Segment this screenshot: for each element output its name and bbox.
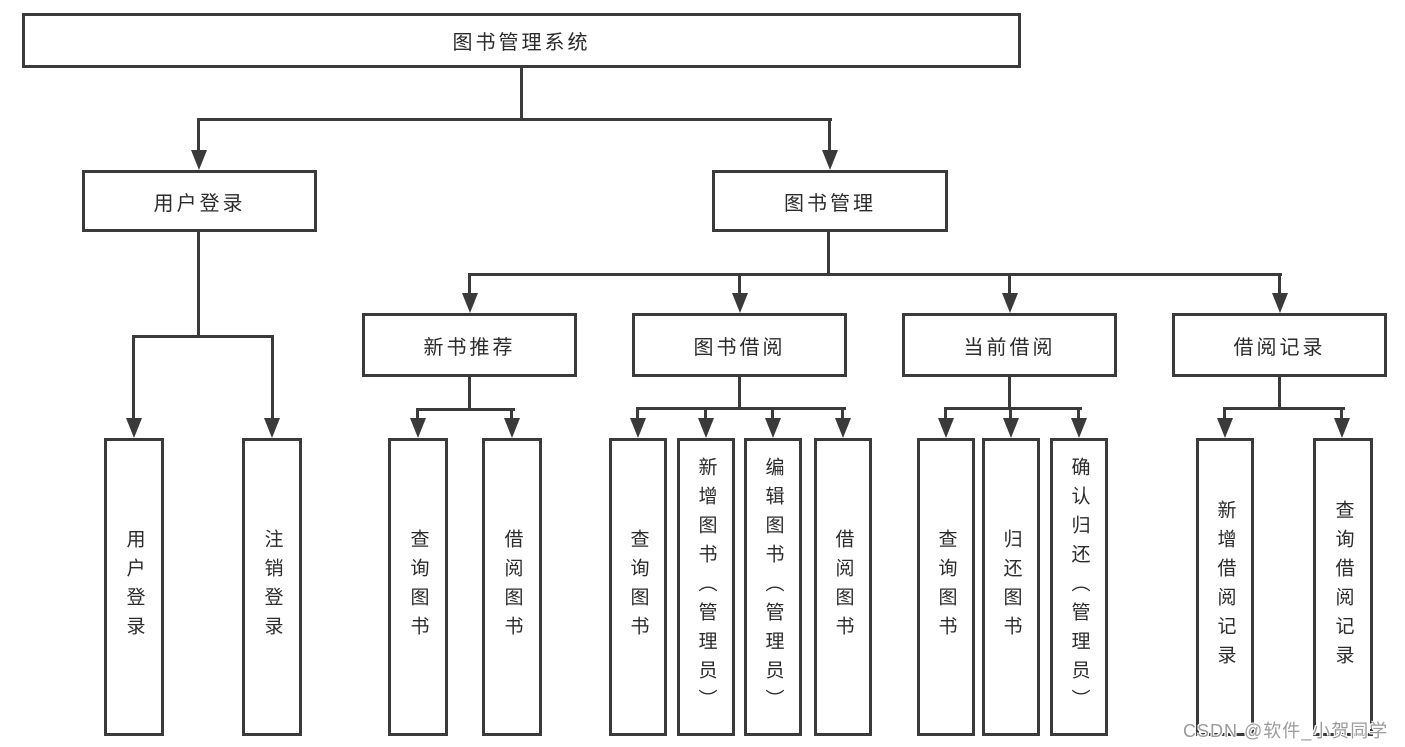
connector-line: [827, 232, 830, 273]
arrowhead-icon: [126, 418, 142, 438]
node-label: 用户登录: [153, 192, 246, 215]
connector-line: [1278, 273, 1281, 297]
connector-line: [197, 232, 200, 335]
connector-line: [636, 407, 846, 410]
node-add-books-admin: 新增图书（管理员）: [677, 438, 735, 736]
connector-line: [132, 335, 135, 420]
connector-line: [468, 377, 471, 408]
node-query-borrow-record: 查询借阅记录: [1313, 438, 1373, 736]
node-new-book-recommendation: 新书推荐: [362, 313, 577, 377]
node-library-management-system: 图书管理系统: [22, 13, 1021, 68]
connector-line: [1009, 407, 1012, 421]
connector-line: [197, 118, 200, 154]
arrowhead-icon: [938, 418, 954, 438]
connector-line: [738, 273, 741, 297]
node-label: 新书推荐: [423, 336, 516, 359]
node-label: 编辑图书（管理员）: [762, 456, 784, 718]
node-label: 新增借阅记录: [1214, 500, 1236, 674]
connector-line: [510, 408, 513, 422]
arrowhead-icon: [835, 418, 851, 438]
node-label: 查询图书: [407, 529, 429, 645]
node-query-books-recommend: 查询图书: [388, 438, 448, 736]
node-label: 确认归还（管理员）: [1068, 456, 1090, 718]
node-label: 查询图书: [935, 529, 957, 645]
connector-line: [132, 335, 274, 338]
connector-line: [1008, 273, 1011, 297]
arrowhead-icon: [1003, 418, 1019, 438]
node-label: 查询借阅记录: [1332, 500, 1354, 674]
connector-line: [197, 118, 832, 121]
arrowhead-icon: [264, 418, 280, 438]
arrowhead-icon: [410, 418, 426, 438]
arrowhead-icon: [1217, 418, 1233, 438]
node-label: 当前借阅: [963, 336, 1056, 359]
arrowhead-icon: [732, 293, 748, 313]
node-book-borrowing: 图书借阅: [632, 313, 847, 377]
connector-line: [468, 273, 471, 297]
arrowhead-icon: [1071, 418, 1087, 438]
node-return-books: 归还图书: [982, 438, 1040, 736]
node-label: 新增图书（管理员）: [695, 456, 717, 718]
arrowhead-icon: [1002, 293, 1018, 313]
node-label: 注销登录: [261, 529, 283, 645]
connector-line: [944, 407, 1082, 410]
connector-line: [636, 407, 639, 421]
node-label: 图书管理: [784, 192, 876, 215]
connector-line: [738, 377, 741, 407]
connector-line: [704, 407, 707, 421]
arrowhead-icon: [1272, 293, 1288, 313]
arrowhead-icon: [191, 150, 207, 170]
node-label: 借阅图书: [832, 529, 854, 645]
arrowhead-icon: [765, 418, 781, 438]
connector-line: [1223, 407, 1345, 410]
arrowhead-icon: [630, 418, 646, 438]
connector-line: [841, 407, 844, 421]
node-label: 借阅记录: [1233, 336, 1326, 359]
arrowhead-icon: [822, 150, 838, 170]
connector-line: [416, 408, 419, 422]
connector-line: [1278, 377, 1281, 407]
node-add-borrow-record: 新增借阅记录: [1196, 438, 1254, 736]
connector-line: [520, 68, 523, 118]
node-confirm-return-admin: 确认归还（管理员）: [1050, 438, 1108, 736]
connector-line: [468, 273, 1282, 276]
watermark: CSDN @软件_小贺同学: [1183, 721, 1389, 741]
node-query-books-current: 查询图书: [917, 438, 975, 736]
connector-line: [771, 407, 774, 421]
connector-line: [944, 407, 947, 421]
node-user-login-leaf: 用户登录: [104, 438, 164, 736]
connector-line: [1077, 407, 1080, 421]
node-query-books-borrowing: 查询图书: [609, 438, 667, 736]
connector-line: [416, 408, 515, 411]
node-label: 归还图书: [1000, 529, 1022, 645]
connector-line: [1340, 407, 1343, 421]
connector-line: [271, 335, 274, 420]
node-label: 借阅图书: [501, 529, 523, 645]
connector-line: [1223, 407, 1226, 421]
node-label: 图书管理系统: [452, 32, 591, 54]
node-logout-leaf: 注销登录: [242, 438, 302, 736]
node-label: 图书借阅: [693, 336, 786, 359]
node-label: 查询图书: [627, 529, 649, 645]
node-borrow-books-borrowing: 借阅图书: [814, 438, 872, 736]
node-user-login: 用户登录: [82, 170, 317, 232]
arrowhead-icon: [698, 418, 714, 438]
node-current-borrowing: 当前借阅: [902, 313, 1117, 377]
node-borrowing-records: 借阅记录: [1172, 313, 1387, 377]
node-borrow-books-recommend: 借阅图书: [482, 438, 542, 736]
node-book-management: 图书管理: [712, 170, 948, 232]
node-label: 用户登录: [123, 529, 145, 645]
node-edit-books-admin: 编辑图书（管理员）: [744, 438, 802, 736]
connector-line: [1008, 377, 1011, 407]
arrowhead-icon: [504, 418, 520, 438]
arrowhead-icon: [462, 293, 478, 313]
connector-line: [828, 118, 831, 154]
arrowhead-icon: [1334, 418, 1350, 438]
